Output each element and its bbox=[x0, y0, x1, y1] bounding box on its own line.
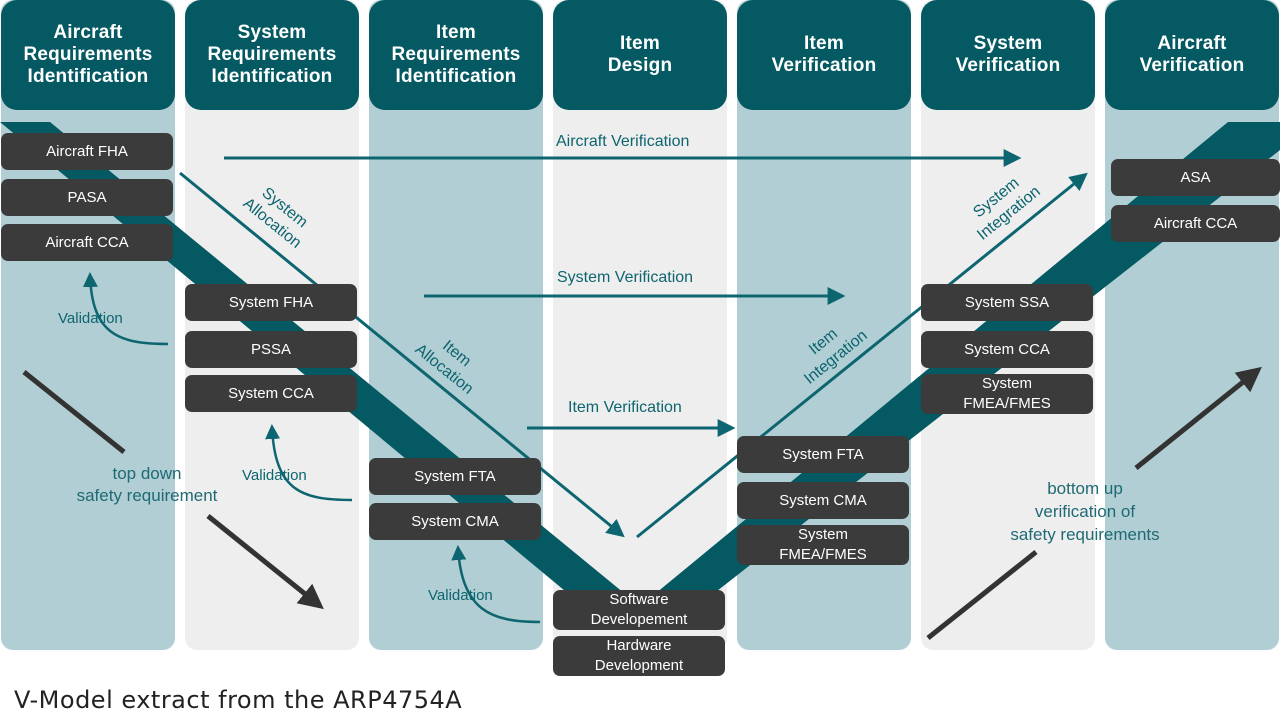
caption: V-Model extract from the ARP4754A bbox=[14, 686, 463, 714]
aircraft-cca-box-left: Aircraft CCA bbox=[1, 224, 173, 261]
bottom-up-line bbox=[926, 550, 1038, 640]
validation-arrow-2 bbox=[265, 424, 353, 502]
aircraft-fha-box: Aircraft FHA bbox=[1, 133, 173, 170]
column-header-system-verification: System Verification bbox=[921, 0, 1095, 110]
system-cma-box-left: System CMA bbox=[369, 503, 541, 540]
system-cma-box-right: System CMA bbox=[737, 482, 909, 519]
column-header-system-requirements: System Requirements Identification bbox=[185, 0, 359, 110]
column-aircraft-verification: Aircraft Verification bbox=[1105, 0, 1279, 650]
validation-label-2: Validation bbox=[242, 467, 307, 484]
system-fta-box-right: System FTA bbox=[737, 436, 909, 473]
column-header-aircraft-verification: Aircraft Verification bbox=[1105, 0, 1279, 110]
column-header-item-verification: Item Verification bbox=[737, 0, 911, 110]
system-ssa-box: System SSA bbox=[921, 284, 1093, 321]
validation-label-3: Validation bbox=[428, 587, 493, 604]
system-cca-box-left: System CCA bbox=[185, 375, 357, 412]
allocation-arrow bbox=[179, 171, 625, 538]
system-cca-box-right: System CCA bbox=[921, 331, 1093, 368]
item-verification-label: Item Verification bbox=[568, 399, 682, 416]
column-item-design: Item Design bbox=[553, 0, 727, 650]
column-header-item-design: Item Design bbox=[553, 0, 727, 110]
software-development-box: Software Developement bbox=[553, 590, 725, 630]
system-verification-label: System Verification bbox=[557, 269, 694, 286]
system-fmea-box-left: System FMEA/FMES bbox=[737, 525, 909, 565]
column-aircraft-requirements: Aircraft Requirements Identification bbox=[1, 0, 175, 650]
integration-arrow bbox=[636, 172, 1088, 539]
column-system-verification: System Verification bbox=[921, 0, 1095, 650]
pssa-box: PSSA bbox=[185, 331, 357, 368]
bottom-up-label: bottom up verification of safety require… bbox=[1010, 479, 1160, 544]
pasa-box: PASA bbox=[1, 179, 173, 216]
system-fta-box-left: System FTA bbox=[369, 458, 541, 495]
validation-arrow-1 bbox=[82, 272, 169, 346]
system-fha-box: System FHA bbox=[185, 284, 357, 321]
aircraft-cca-box-right: Aircraft CCA bbox=[1111, 205, 1280, 242]
top-down-line bbox=[22, 370, 126, 454]
validation-label-1: Validation bbox=[58, 310, 123, 327]
top-down-arrow bbox=[206, 514, 324, 610]
asa-box: ASA bbox=[1111, 159, 1280, 196]
hardware-development-box: Hardware Development bbox=[553, 636, 725, 676]
aircraft-verification-label: Aircraft Verification bbox=[556, 133, 690, 150]
system-fmea-box-right: System FMEA/FMES bbox=[921, 374, 1093, 414]
validation-arrow-3 bbox=[451, 545, 541, 624]
top-down-label: top down safety requirement bbox=[76, 464, 218, 505]
column-header-aircraft-requirements: Aircraft Requirements Identification bbox=[1, 0, 175, 110]
bottom-up-arrow bbox=[1134, 366, 1262, 470]
column-header-item-requirements: Item Requirements Identification bbox=[369, 0, 543, 110]
